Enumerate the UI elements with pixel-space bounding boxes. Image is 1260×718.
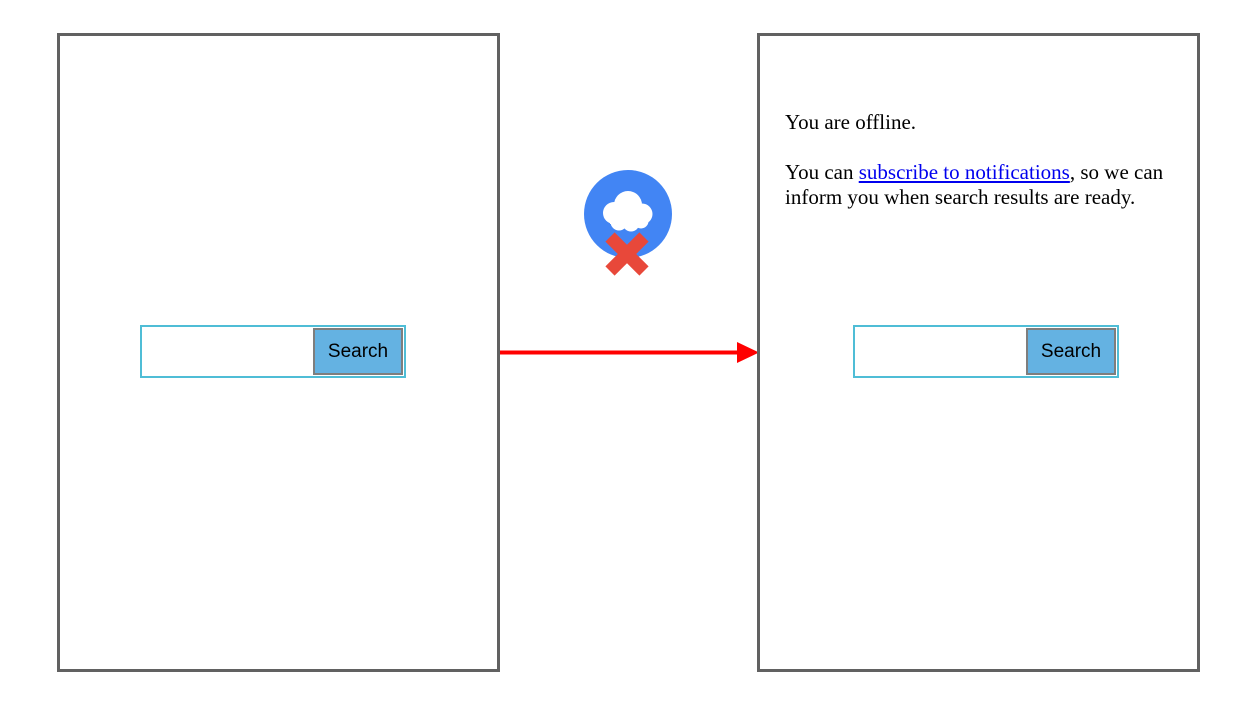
browser-frame-before: Search [57, 33, 500, 672]
red-cross-icon [605, 232, 649, 276]
cloud-icon [603, 191, 653, 232]
notification-text: You can subscribe to notifications, so w… [785, 160, 1189, 210]
browser-frame-after: You are offline. You can subscribe to no… [757, 33, 1200, 672]
search-form-after: Search [853, 325, 1119, 378]
notification-text-prefix: You can [785, 160, 859, 184]
search-form-before: Search [140, 325, 406, 378]
flow-arrow [500, 342, 759, 363]
offline-status-text: You are offline. [785, 110, 917, 134]
search-input-before[interactable] [142, 327, 312, 376]
subscribe-notifications-link[interactable]: subscribe to notifications [858, 160, 1070, 184]
search-button-after[interactable]: Search [1026, 328, 1116, 375]
notification-text-suffix: , so we can inform you when search resul… [785, 160, 1164, 209]
search-input-after[interactable] [855, 327, 1025, 376]
cloud-offline-icon [584, 170, 672, 276]
offline-message-block: You are offline. You can subscribe to no… [785, 110, 1189, 235]
flow-arrow-head [737, 342, 759, 363]
search-button-before[interactable]: Search [313, 328, 403, 375]
